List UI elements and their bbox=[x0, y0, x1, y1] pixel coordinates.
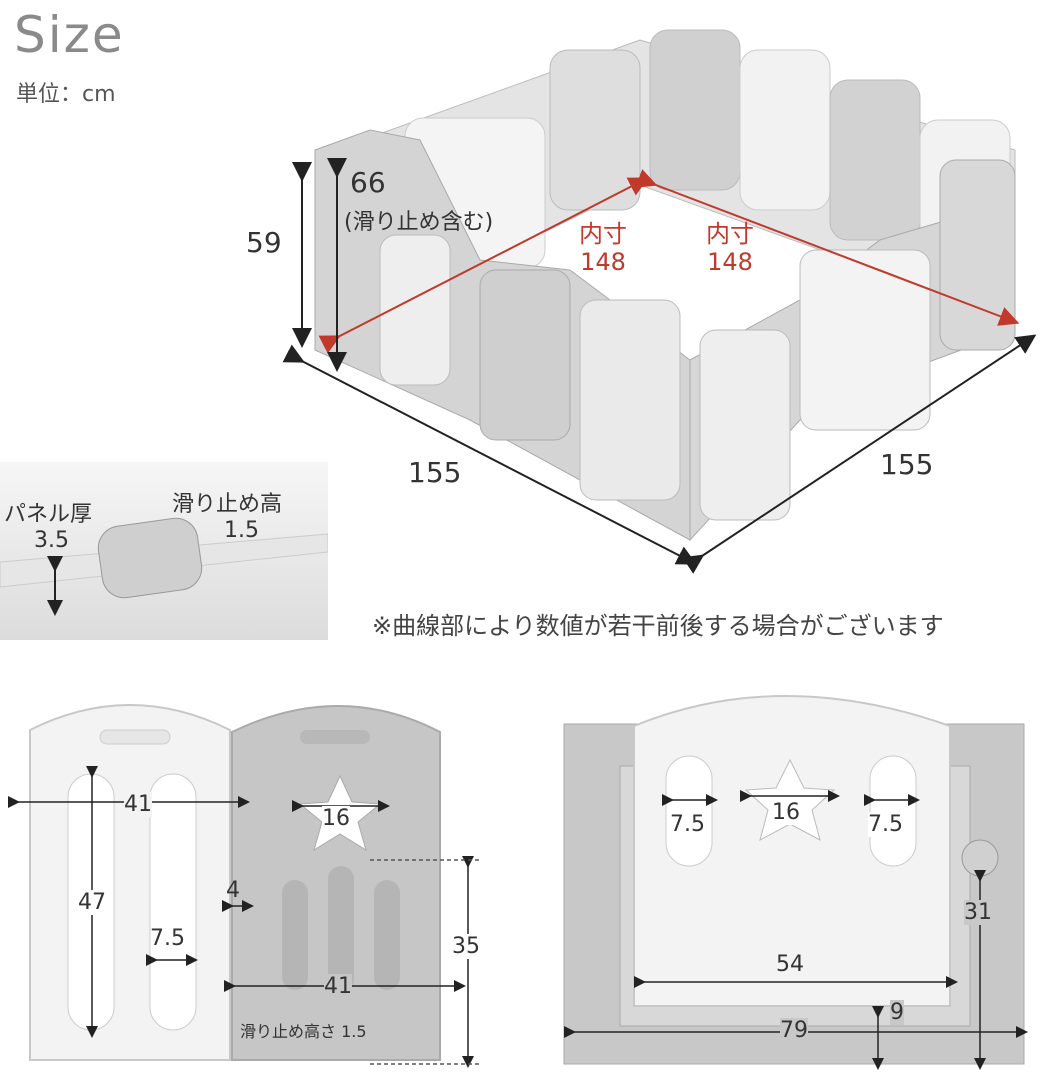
door-latch bbox=[961, 839, 999, 877]
outer-dim-right: 155 bbox=[880, 448, 934, 481]
anti-slip-stopper bbox=[97, 517, 203, 599]
door-panel bbox=[633, 695, 951, 1007]
page-title: Size bbox=[14, 6, 125, 64]
playpen-illustration bbox=[282, 29, 1037, 574]
inner-dim-left: 内寸 148 bbox=[568, 220, 638, 276]
panel-thickness-value: 3.5 bbox=[34, 528, 69, 553]
door-slot-left: 7.5 bbox=[670, 812, 705, 837]
stopper-height-caption: 滑り止め高さ 1.5 bbox=[240, 1022, 367, 1041]
door-inner-width: 54 bbox=[776, 952, 804, 977]
panel-thickness-inset: パネル厚 3.5 滑り止め高 1.5 bbox=[0, 462, 328, 640]
inner-dim-left-line bbox=[318, 177, 649, 354]
outer-dim-right-line bbox=[682, 334, 1037, 574]
door-outer-width: 79 bbox=[780, 1018, 808, 1043]
white-panel bbox=[29, 704, 231, 1061]
door-bottom-gap: 9 bbox=[890, 1000, 904, 1025]
door-star-width: 16 bbox=[772, 800, 800, 825]
stopper-height-value: 1.5 bbox=[224, 518, 259, 543]
height-stopper-value: 66 bbox=[350, 166, 386, 199]
panel-width-b: 41 bbox=[324, 974, 352, 999]
inner-dim-right: 内寸 148 bbox=[695, 220, 765, 276]
inner-dim-right-value: 148 bbox=[707, 248, 753, 276]
door-latch-height: 31 bbox=[964, 900, 992, 925]
height-label: 59 bbox=[246, 226, 282, 259]
slot-width: 7.5 bbox=[150, 926, 185, 951]
outer-dim-left-line bbox=[282, 344, 697, 565]
door-slot-right: 7.5 bbox=[868, 812, 903, 837]
panel-inset-photo bbox=[0, 462, 328, 640]
lower-height: 35 bbox=[452, 934, 480, 959]
variance-note: ※曲線部により数値が若干前後する場合がございます bbox=[372, 612, 944, 640]
unit-label: 単位：cm bbox=[16, 82, 116, 107]
panel-height: 47 bbox=[78, 890, 106, 915]
inner-dim-right-label: 内寸 bbox=[706, 220, 754, 248]
panel-width-a: 41 bbox=[124, 792, 152, 817]
panel-thickness-label: パネル厚 bbox=[4, 502, 93, 527]
stopper-height-label: 滑り止め高 bbox=[172, 492, 283, 517]
inner-dim-left-value: 148 bbox=[580, 248, 626, 276]
grey-panel bbox=[231, 705, 441, 1061]
star-width: 16 bbox=[322, 806, 350, 831]
inner-dim-right-line bbox=[635, 169, 1020, 326]
height-stopper-note: (滑り止め含む) bbox=[344, 210, 494, 235]
outer-dim-left: 155 bbox=[408, 456, 462, 489]
gap-width: 4 bbox=[226, 878, 240, 903]
inner-dim-left-label: 内寸 bbox=[579, 220, 627, 248]
